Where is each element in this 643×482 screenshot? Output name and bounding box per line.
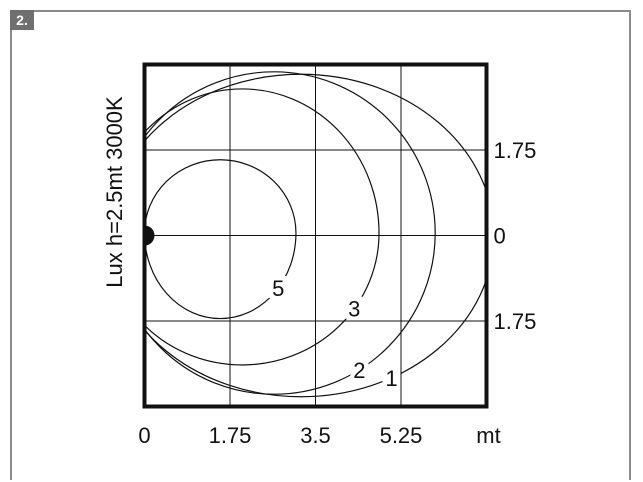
x-tick-label: 5.25 xyxy=(380,423,423,448)
contour-label-bg xyxy=(345,296,364,319)
light-source-marker xyxy=(144,225,155,246)
contour-lines xyxy=(144,71,487,398)
contour-label-2: 2 xyxy=(353,358,365,383)
contour-label-3: 3 xyxy=(348,297,360,322)
ticks: 0 1.75 3.5 5.25 mt 1.75 0 1.75 xyxy=(138,138,536,448)
y-tick-label: 1.75 xyxy=(494,138,537,163)
contour-line-2 xyxy=(144,71,436,395)
y-axis-label: Lux h=2.5mt 3000K xyxy=(102,96,127,288)
x-tick-label: 1.75 xyxy=(209,423,252,448)
x-tick-label: 0 xyxy=(138,423,150,448)
x-unit-label: mt xyxy=(476,423,500,448)
figure-frame xyxy=(10,10,631,480)
grid xyxy=(144,64,487,407)
y-tick-label: 1.75 xyxy=(494,309,537,334)
contour-line-5 xyxy=(144,159,297,319)
y-tick-label: 0 xyxy=(494,224,506,249)
contour-label-1: 1 xyxy=(385,366,397,391)
contour-line-1 xyxy=(144,73,487,398)
contour-line-3 xyxy=(144,88,380,366)
x-tick-label: 3.5 xyxy=(300,423,331,448)
contour-label-bg xyxy=(350,357,369,380)
figure-number-badge: 2. xyxy=(10,10,34,30)
contour-label-5: 5 xyxy=(272,276,284,301)
contour-label-bg xyxy=(382,365,401,388)
contour-label-bg xyxy=(269,276,288,299)
